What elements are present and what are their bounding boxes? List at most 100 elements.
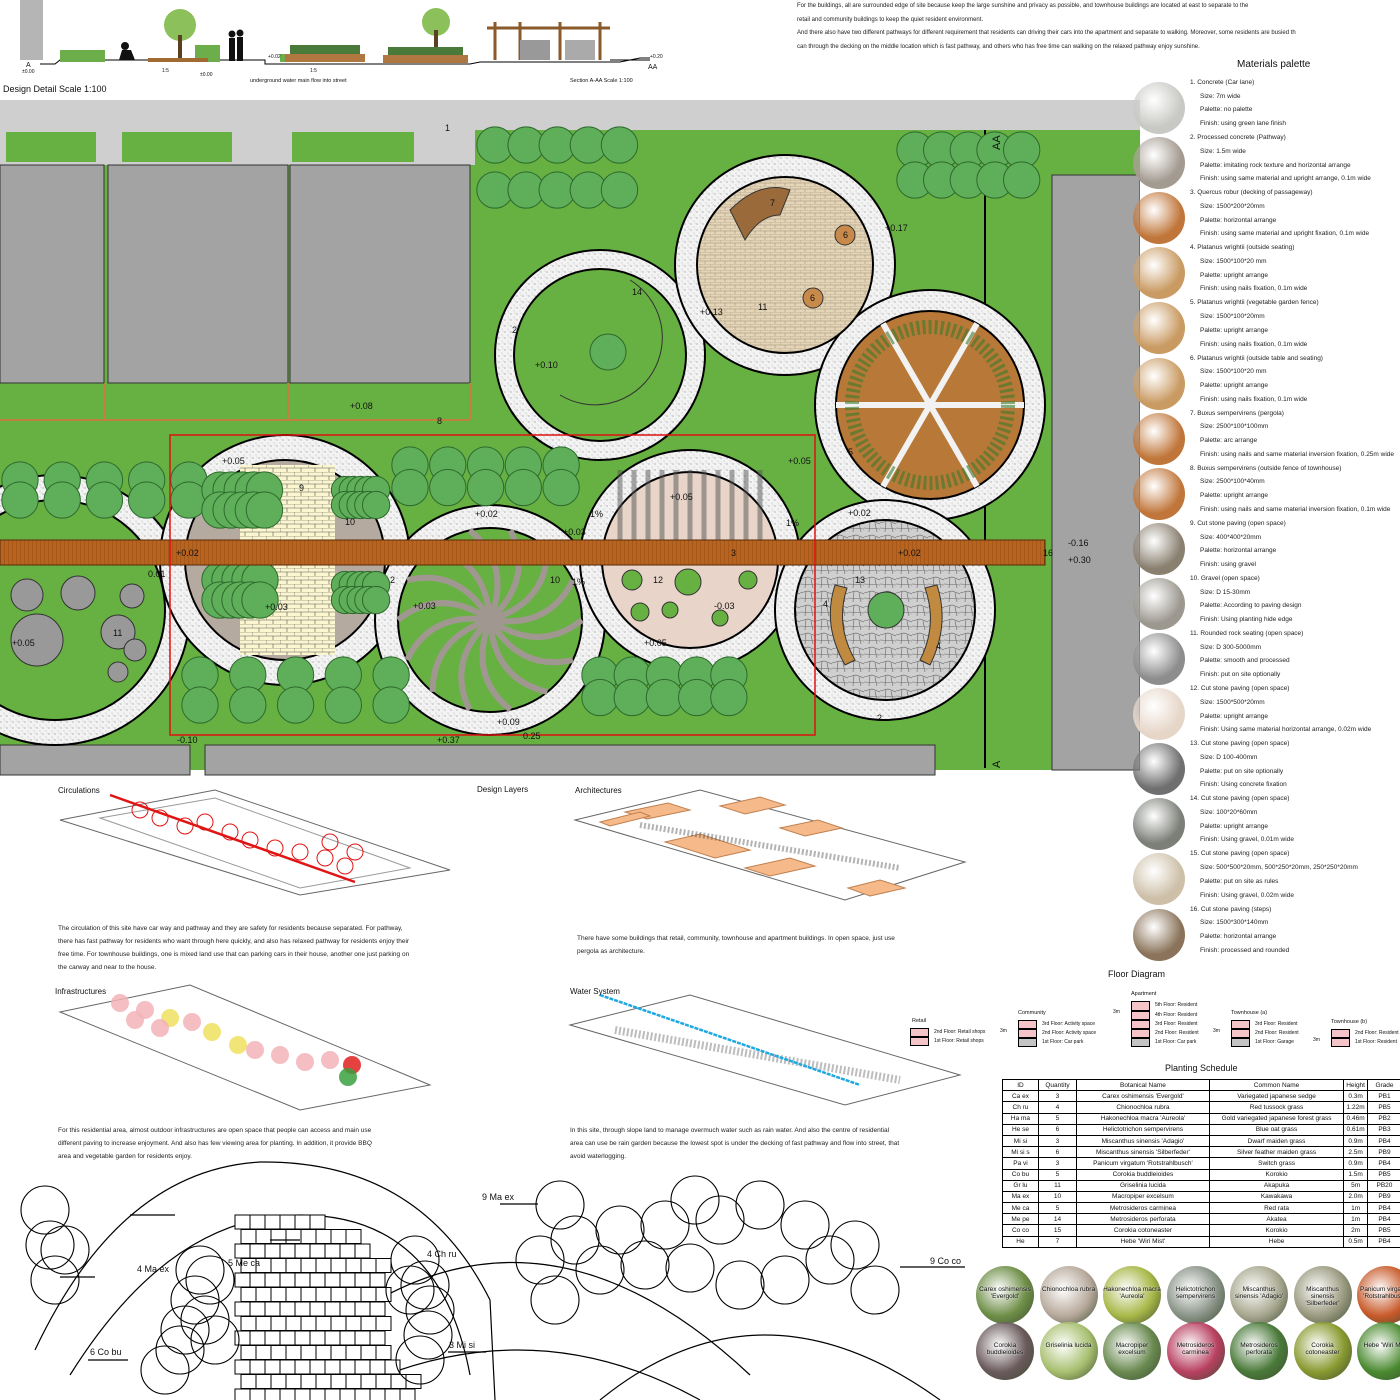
schedule-cell: Ch ru	[1002, 1101, 1039, 1114]
floor-label: 1st Floor: Retail shops	[934, 1038, 984, 1044]
plant-symbol	[30, 1255, 80, 1305]
tree-icon	[164, 9, 196, 41]
paving-unit	[285, 1345, 302, 1360]
intro-line: can through the decking on the middle lo…	[797, 43, 1200, 50]
paving-unit	[279, 1214, 296, 1230]
circulations-text: The circulation of this site have car wa…	[58, 922, 409, 974]
shrub	[600, 171, 639, 209]
schedule-cell: Hakonechloa macra 'Aureola'	[1076, 1112, 1210, 1125]
schedule-cell: Ca ex	[1002, 1090, 1039, 1103]
shrub	[245, 491, 284, 529]
architecture-diagram	[573, 789, 967, 901]
material-title: 7. Buxus sempervirens (pergola)	[1190, 409, 1284, 417]
paving-unit	[309, 1214, 326, 1230]
material-size: Size: 2500*100*40mm	[1200, 478, 1265, 486]
floor-label: 2nd Floor: Activity space	[1042, 1030, 1097, 1036]
shrub	[324, 686, 363, 724]
material-palette: Palette: smooth and processed	[1200, 657, 1290, 665]
schedule-header: Height	[1343, 1078, 1368, 1092]
plan-label: -0.16	[1068, 538, 1089, 548]
circulation-ring	[316, 849, 334, 867]
schedule-cell: 4	[1037, 1101, 1078, 1114]
paving-unit	[270, 1345, 287, 1360]
townhouse-fence	[0, 383, 471, 421]
plant-symbol	[185, 1255, 235, 1305]
paving-unit	[255, 1287, 272, 1302]
material-finish: Finish: using nails fixation, 0.1m wide	[1200, 340, 1308, 348]
material-swatch	[1133, 412, 1185, 465]
paving-unit	[294, 1359, 311, 1375]
plant-photo-label: Corokia buddleioides	[986, 1342, 1024, 1356]
slope-label: 1:5	[310, 68, 317, 74]
plan-label: 14	[632, 287, 642, 297]
paving-unit	[360, 1258, 377, 1273]
paving-unit	[309, 1359, 326, 1375]
paving-unit	[270, 1229, 287, 1244]
paving-unit	[315, 1229, 332, 1244]
plant-callout: 3 Mi si	[449, 1340, 476, 1350]
paving-unit	[249, 1330, 266, 1346]
material-title: 4. Platanus wrightii (outside seating)	[1190, 244, 1295, 252]
infrastructure-area	[111, 994, 129, 1012]
material-finish: Finish: Using planting hide edge	[1200, 616, 1293, 623]
paving-unit	[279, 1272, 296, 1288]
text-line: For this residential area, almost outdoo…	[58, 1127, 372, 1134]
material-title: 8. Buxus sempervirens (outside fence of …	[1190, 464, 1342, 472]
floor-label: 1st Floor: Car park	[1042, 1039, 1084, 1045]
plant-photo: Macropiper excelsum	[1103, 1322, 1161, 1380]
spiral-seating	[559, 279, 663, 406]
plan-label: 0.25	[523, 731, 541, 741]
water-system-text: In this site, through slope land to mana…	[570, 1124, 899, 1163]
schedule-cell: 2.5m	[1343, 1146, 1368, 1159]
floor-building-name: Community	[1018, 1010, 1046, 1016]
paving-unit	[369, 1272, 386, 1288]
paving-unit	[285, 1374, 302, 1389]
outer-arc	[34, 1161, 496, 1400]
material-finish: Finish: using nails and same material in…	[1200, 450, 1395, 458]
plant-photo-label: Metrosideros carminea	[1176, 1342, 1215, 1356]
paving-unit	[315, 1345, 332, 1360]
paving-unit	[369, 1359, 386, 1375]
paving-unit	[294, 1272, 311, 1288]
shrub	[181, 686, 219, 724]
plant-photo-label: Miscanthus sinensis 'Adagio'	[1234, 1286, 1283, 1300]
material-palette: Palette: put on site as rules	[1200, 877, 1279, 885]
schedule-cell: Red tussock grass	[1208, 1101, 1345, 1114]
circulation-ring	[241, 831, 259, 849]
schedule-cell: Ha ma	[1002, 1112, 1039, 1125]
schedule-cell: 5	[1037, 1202, 1078, 1215]
floor-building-name: Retail	[912, 1018, 927, 1024]
text-line: pergola as architecture.	[577, 948, 645, 955]
plan-label: A	[991, 760, 1003, 768]
building	[289, 164, 471, 384]
schedule-cell: PB4	[1366, 1157, 1400, 1170]
material-finish: Finish: Using same material horizontal a…	[1200, 726, 1372, 734]
planting-schedule-title: Planting Schedule	[1165, 1063, 1238, 1073]
schedule-cell: He se	[1002, 1123, 1039, 1136]
material-title: 16. Cut stone paving (steps)	[1190, 905, 1272, 913]
shrub	[361, 585, 391, 615]
paving-unit	[234, 1243, 251, 1259]
paving-unit	[309, 1243, 326, 1259]
paving-unit	[279, 1301, 296, 1317]
infrastructures-title: Infrastructures	[55, 987, 107, 996]
plan-label: AA	[991, 135, 1003, 150]
floor-block	[1131, 1038, 1150, 1047]
paving-unit	[270, 1287, 287, 1302]
plan-label: 2	[877, 713, 882, 723]
material-palette: Palette: upright arrange	[1200, 271, 1268, 279]
material-swatch	[1133, 853, 1185, 906]
schedule-cell: 3	[1037, 1090, 1078, 1103]
material-title: 14. Cut stone paving (open space)	[1190, 795, 1290, 803]
spiral-gravel-strip	[488, 617, 584, 640]
shrub	[613, 678, 651, 717]
floor-label: 3rd Floor: Resident	[1255, 1021, 1298, 1027]
paving-unit	[264, 1388, 281, 1400]
paving-unit	[354, 1301, 371, 1317]
spiral-gravel-strip	[458, 617, 493, 711]
floor-building-name: Townhouse (a)	[1231, 1010, 1268, 1016]
paving-unit	[324, 1388, 341, 1400]
planting-detail-drawings	[20, 1161, 965, 1400]
